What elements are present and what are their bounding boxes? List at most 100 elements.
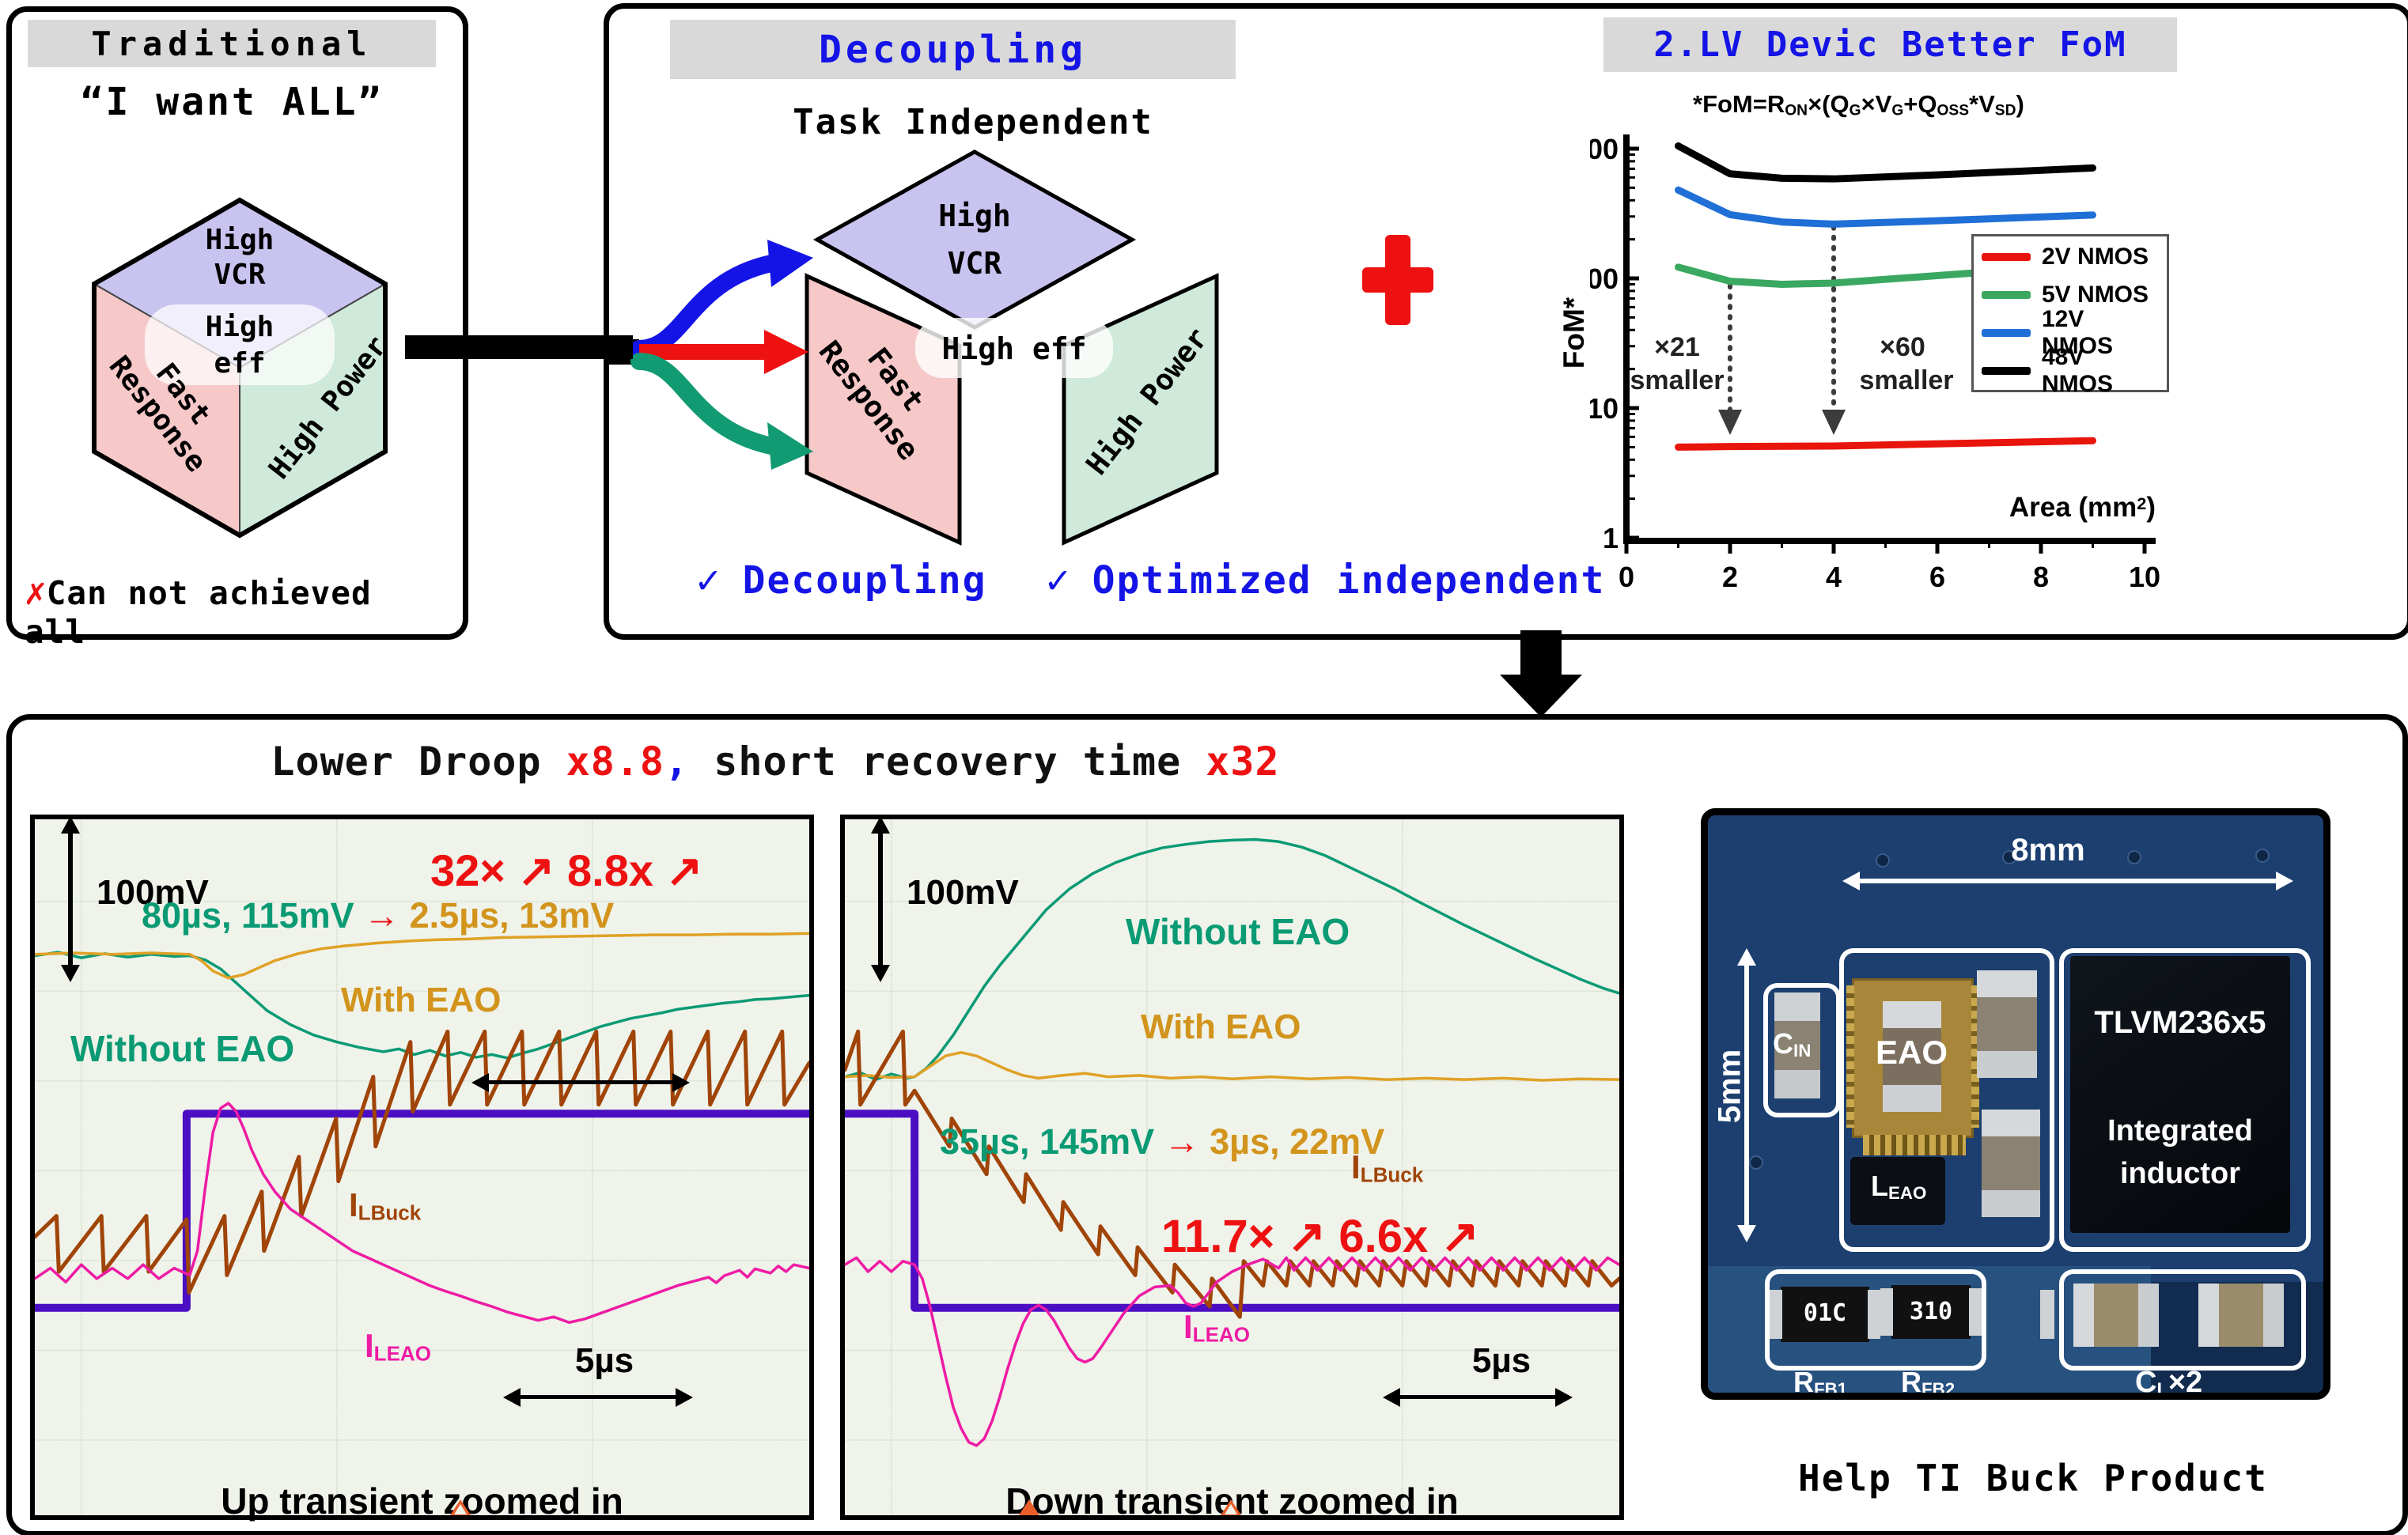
dcube-top-label-2: VCR (947, 246, 1002, 281)
fom-ann-x21: ×21 (1654, 332, 1700, 362)
scope-down-gain: 11.7× ↗ 6.6x ↗ (1161, 1211, 1479, 1262)
fom-formula: *FoM=RON×(QG×VG+QOSS*VSD) (1693, 90, 2024, 119)
scope-up-tdiv-arrow (503, 1388, 693, 1407)
svg-text:4: 4 (1826, 561, 1842, 593)
scope-down-transition: 35µs, 145mV → 3µs, 22mV (940, 1121, 1385, 1162)
decoupling-cube-graphic (609, 149, 1219, 546)
fom-header-bar: 2.LV Devic Better FoM (1603, 17, 2177, 72)
eao-outline-box (1839, 948, 2054, 1252)
scope-up-ileao-label: ILEAO (365, 1327, 431, 1366)
legend-row: 12V NMOS (1982, 306, 2159, 359)
legend-label: 5V NMOS (2042, 282, 2149, 308)
cube-top-label-2: VCR (214, 259, 266, 291)
decoupling-checks: ✓ Decoupling ✓ Optimized independent (696, 557, 1725, 603)
legend-chip (1982, 367, 2031, 375)
pcb-hole (2127, 850, 2141, 864)
pcb-dim-width-arrow (1842, 871, 2293, 890)
pcb-dim-width: 8mm (2011, 833, 2085, 868)
trigger-marker (450, 1499, 471, 1515)
leao-label: LEAO (1871, 1170, 1927, 1204)
traditional-quote: “I want ALL” (80, 80, 384, 124)
scope-up-vdiv: 100mV (97, 873, 209, 912)
rfb2-label: RFB2 (1901, 1366, 1956, 1400)
plus-icon (1362, 235, 1433, 325)
check-label-optimized: Optimized independent (1092, 558, 1606, 603)
leao-inductor (1850, 1157, 1945, 1225)
check-icon: ✓ (696, 557, 721, 603)
cube-top-label-1: High (205, 224, 274, 256)
trigger-marker-a (1019, 1499, 1039, 1515)
pcb-photo: 8mm 5mm CIN EAO LEAO (1701, 808, 2330, 1400)
legend-label: 2V NMOS (2042, 244, 2149, 270)
cube-mid-label-1: High (205, 311, 274, 343)
results-title: Lower Droop x8.8, short recovery time x3… (271, 739, 1280, 785)
fom-xlabel: Area (mm2) (2009, 492, 2156, 523)
scope-up-with-eao-label: With EAO (341, 981, 502, 1019)
scope-down-transient: 100mV Without EAO With EAO 35µs, 145mV →… (840, 815, 1624, 1520)
scope-down-tdiv-arrow (1383, 1388, 1573, 1407)
fom-ylabel: FoM* (1558, 297, 1590, 369)
eao-cap-bottom (1982, 1110, 2040, 1217)
tlvm-sub-1: Integrated (2107, 1114, 2253, 1147)
eao-chip (1846, 978, 1979, 1138)
rfb1-resistor: 01C (1770, 1287, 1880, 1342)
scope-up-gain: 32× ↗ 8.8x ↗ (430, 845, 703, 895)
cin-outline-box (1763, 983, 1841, 1117)
scope-up-tdiv: 5µs (574, 1341, 634, 1380)
tlvm-outline-box (2059, 948, 2311, 1252)
svg-text:6: 6 (1929, 561, 1945, 593)
legend-chip (1982, 291, 2031, 299)
cross-icon: ✗ (25, 570, 47, 613)
pcb-caption: Help TI Buck Product (1798, 1457, 2268, 1499)
legend-label: 12V NMOS (2042, 306, 2113, 359)
pcb-dim-height-arrow (1737, 948, 1756, 1242)
cin-label: CIN (1773, 1027, 1812, 1061)
rfb2-code: 310 (1909, 1298, 1953, 1325)
rfb2-resistor: 310 (1880, 1285, 1982, 1339)
traditional-cube-graphic (92, 197, 388, 539)
scope-down-with-eao-label: With EAO (1141, 1008, 1301, 1046)
scope-up-ilbuck-label: ILBuck (349, 1186, 422, 1225)
svg-text:2: 2 (1722, 561, 1738, 593)
cin-capacitor (1774, 992, 1820, 1098)
svg-text:10: 10 (2129, 561, 2160, 593)
decoupling-header-bar: Decoupling (670, 20, 1236, 79)
legend-row: 48V NMOS (1982, 344, 2159, 397)
rfb-outline-box (1765, 1269, 1986, 1371)
fom-chart: *FoM=RON×(QG×VG+QOSS*VSD) FoM* 110100100… (1535, 87, 2199, 601)
fom-ann-x60-smaller: smaller (1859, 365, 1954, 395)
scope-up-transient: 100mV 32× ↗ 8.8x ↗ 80µs, 115mV → 2.5µs, … (30, 815, 814, 1520)
dcube-center-label: High eff (941, 331, 1087, 366)
cl-cap-1 (2073, 1284, 2159, 1347)
trigger-marker-b (1221, 1499, 1241, 1515)
updown-arrow-icon (871, 816, 890, 982)
tlvm-chip (2070, 956, 2290, 1233)
scope-up-plot (35, 819, 809, 1515)
cl-outline-box (2059, 1269, 2306, 1371)
scope-down-tdiv: 5µs (1471, 1341, 1532, 1380)
recovery-arrow-icon (471, 1073, 690, 1092)
stray-cap (2040, 1290, 2054, 1339)
pcb-hole (1876, 853, 1890, 868)
legend-label: 48V NMOS (2042, 344, 2113, 397)
check-label-decoupling: Decoupling (742, 558, 987, 603)
scope-down-ileao-label: ILEAO (1183, 1308, 1250, 1347)
tlvm-sub-2: inductor (2120, 1157, 2240, 1190)
rfb1-label: RFB1 (1793, 1366, 1848, 1400)
pcb-hole (2002, 850, 2016, 864)
panel-traditional: Traditional “I want ALL” High VCR High e… (6, 6, 468, 651)
rfb1-code: 01C (1803, 1299, 1847, 1327)
svg-text:0: 0 (1619, 561, 1634, 593)
pcb-hole (1749, 1155, 1763, 1170)
tlvm-label: TLVM236x5 (2094, 1005, 2266, 1040)
scope-down-plot (845, 819, 1619, 1515)
eao-pins (1863, 1135, 1966, 1155)
cube-mid-label-2: eff (214, 347, 266, 380)
legend-chip (1982, 329, 2031, 337)
fom-plot: 11010010000246810 (1590, 133, 2160, 593)
legend-row: 2V NMOS (1982, 238, 2159, 276)
legend-chip (1982, 253, 2031, 261)
eao-label: EAO (1876, 1034, 1948, 1071)
cl-cap-2 (2198, 1284, 2284, 1347)
